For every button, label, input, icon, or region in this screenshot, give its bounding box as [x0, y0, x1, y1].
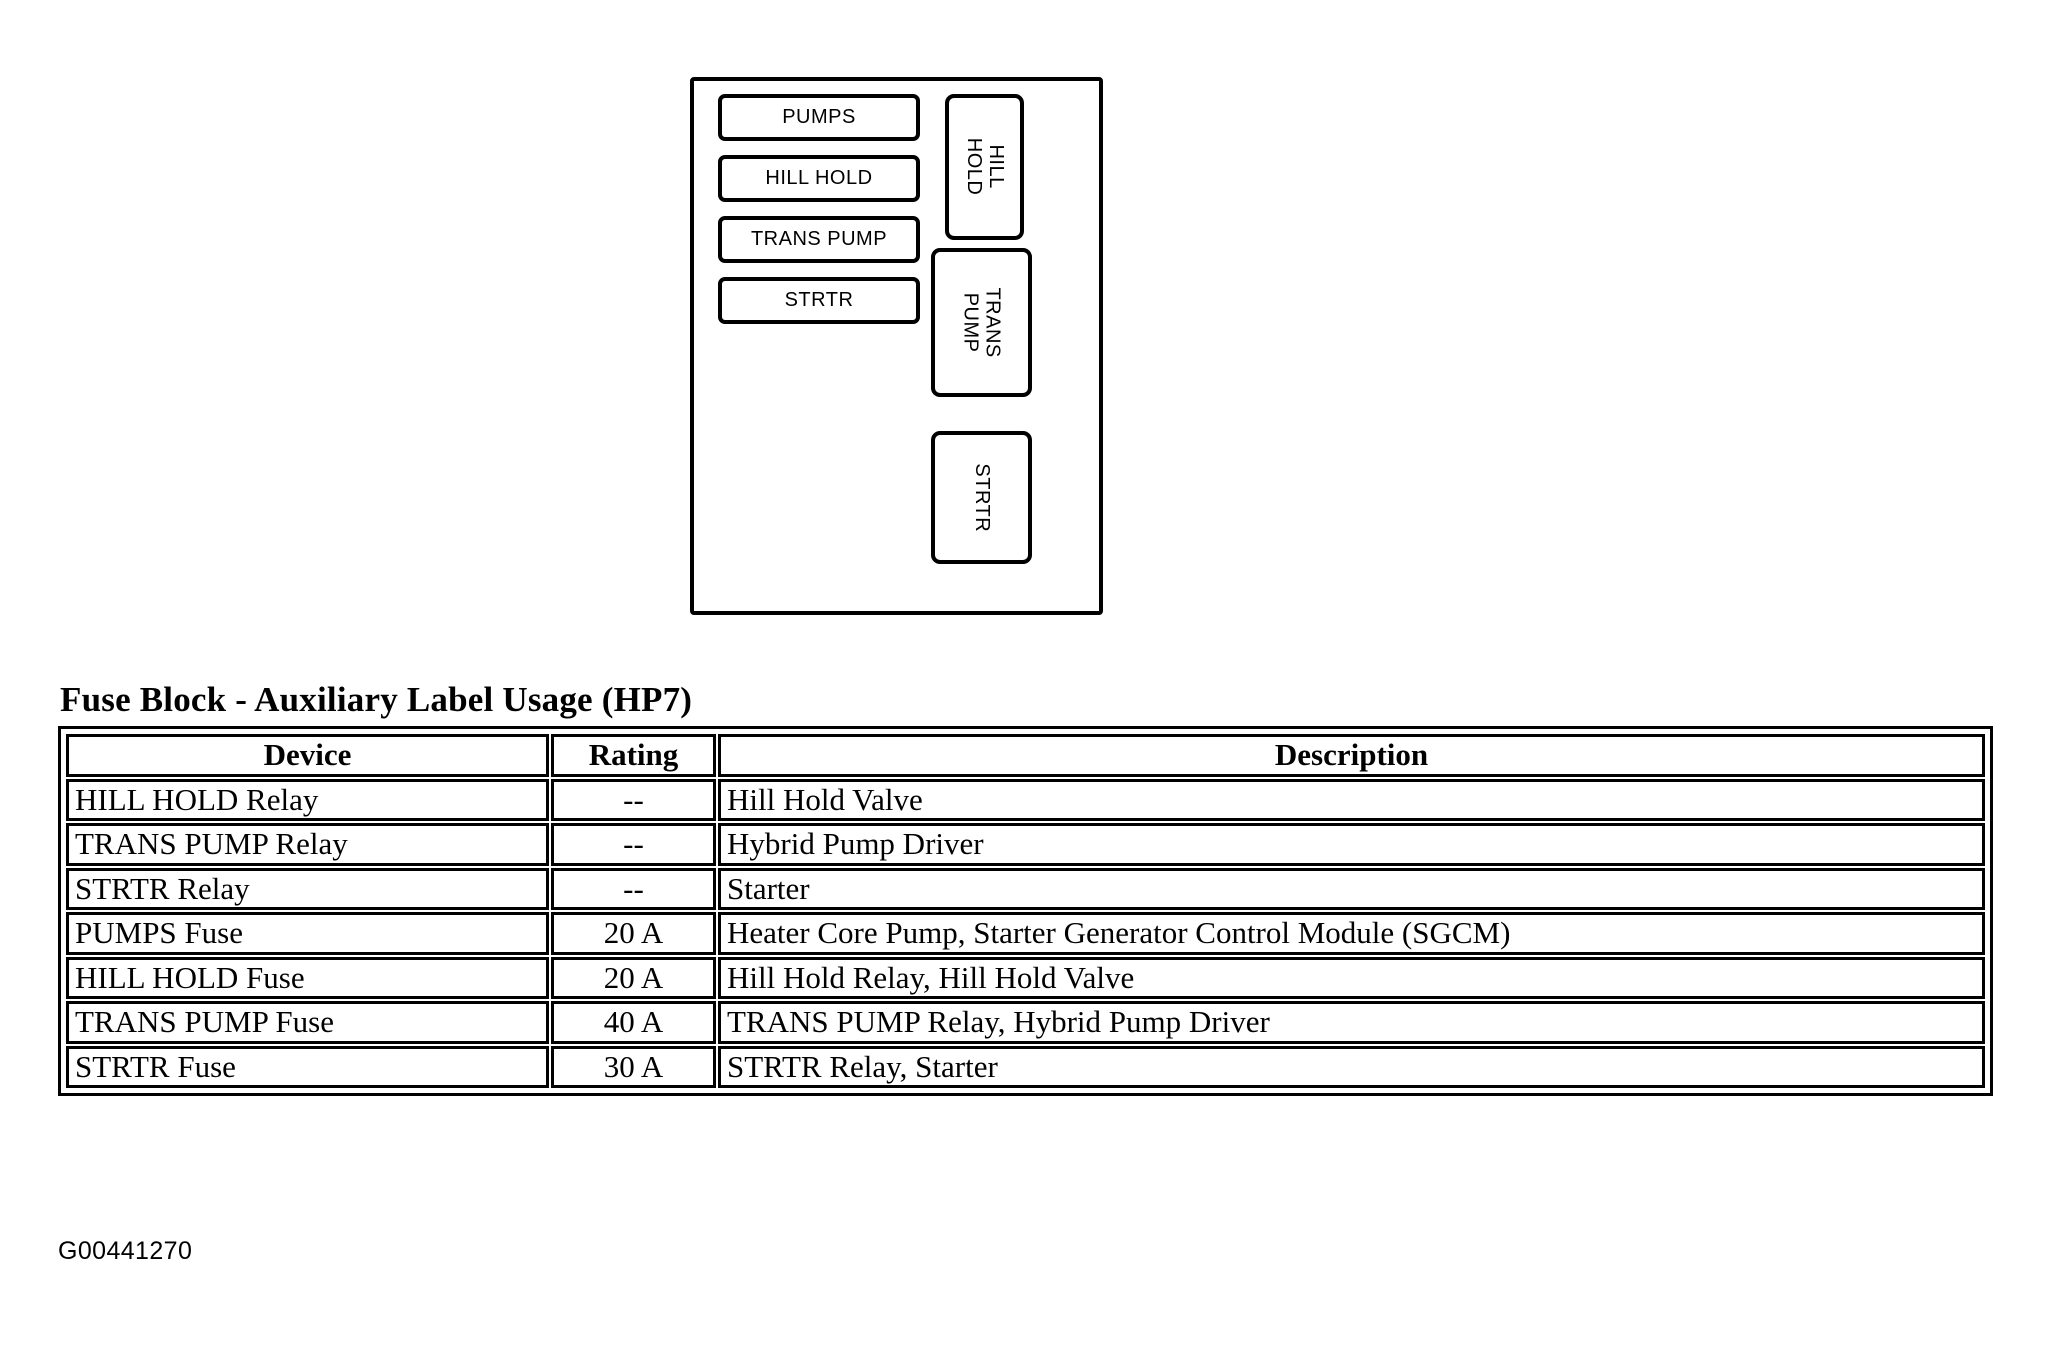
cell-rating: 20 A	[551, 912, 716, 955]
cell-rating: --	[551, 867, 716, 911]
cell-device: HILL HOLD Relay	[66, 778, 549, 822]
cell-device: TRANS PUMP Fuse	[66, 1001, 549, 1044]
cell-device: STRTR Relay	[66, 867, 549, 911]
cell-rating: 40 A	[551, 1001, 716, 1044]
relay-label: TRANS PUMP	[960, 287, 1005, 358]
fuse-slot-trans-pump[interactable]: TRANS PUMP	[718, 216, 920, 263]
cell-device: TRANS PUMP Relay	[66, 823, 549, 866]
cell-rating: --	[551, 778, 716, 822]
cell-device: STRTR Fuse	[66, 1045, 549, 1089]
relay-strtr[interactable]: STRTR	[931, 431, 1032, 564]
relay-hill-hold[interactable]: HILL HOLD	[945, 94, 1024, 240]
cell-description: Hill Hold Relay, Hill Hold Valve	[718, 956, 1985, 1000]
table-header-row: Device Rating Description	[66, 734, 1985, 777]
cell-description: Hybrid Pump Driver	[718, 823, 1985, 866]
cell-description: STRTR Relay, Starter	[718, 1045, 1985, 1089]
cell-description: Hill Hold Valve	[718, 778, 1985, 822]
cell-description: Starter	[718, 867, 1985, 911]
fuse-usage-table: Device Rating Description HILL HOLD Rela…	[64, 732, 1987, 1090]
fuse-block-diagram: PUMPS HILL HOLD TRANS PUMP STRTR HILL HO…	[690, 77, 1103, 615]
cell-rating: 30 A	[551, 1045, 716, 1089]
relay-trans-pump[interactable]: TRANS PUMP	[931, 248, 1032, 397]
table-row: TRANS PUMP Relay--Hybrid Pump Driver	[66, 823, 1985, 866]
relay-column: HILL HOLD TRANS PUMP STRTR	[906, 94, 1096, 606]
fuse-slot-strtr[interactable]: STRTR	[718, 277, 920, 324]
fuse-slot-label: HILL HOLD	[765, 167, 873, 189]
fuse-slot-pumps[interactable]: PUMPS	[718, 94, 920, 141]
relay-label: HILL HOLD	[963, 138, 1008, 196]
fuse-usage-table-container: Device Rating Description HILL HOLD Rela…	[58, 726, 1993, 1097]
figure-id: G00441270	[58, 1237, 193, 1265]
cell-description: TRANS PUMP Relay, Hybrid Pump Driver	[718, 1001, 1985, 1044]
fuse-slot-label: STRTR	[784, 289, 854, 311]
cell-device: HILL HOLD Fuse	[66, 956, 549, 1000]
table-row: STRTR Relay--Starter	[66, 867, 1985, 911]
cell-device: PUMPS Fuse	[66, 912, 549, 955]
fuse-slot-column: PUMPS HILL HOLD TRANS PUMP STRTR	[718, 94, 920, 338]
relay-label: STRTR	[971, 463, 994, 532]
fuse-slot-label: PUMPS	[782, 106, 856, 128]
fuse-slot-label: TRANS PUMP	[750, 228, 888, 250]
table-row: HILL HOLD Relay--Hill Hold Valve	[66, 778, 1985, 822]
column-header-description: Description	[718, 734, 1985, 777]
column-header-rating: Rating	[551, 734, 716, 777]
cell-description: Heater Core Pump, Starter Generator Cont…	[718, 912, 1985, 955]
cell-rating: --	[551, 823, 716, 866]
page-title: Fuse Block - Auxiliary Label Usage (HP7)	[60, 680, 693, 719]
cell-rating: 20 A	[551, 956, 716, 1000]
fuse-slot-hill-hold[interactable]: HILL HOLD	[718, 155, 920, 202]
column-header-device: Device	[66, 734, 549, 777]
